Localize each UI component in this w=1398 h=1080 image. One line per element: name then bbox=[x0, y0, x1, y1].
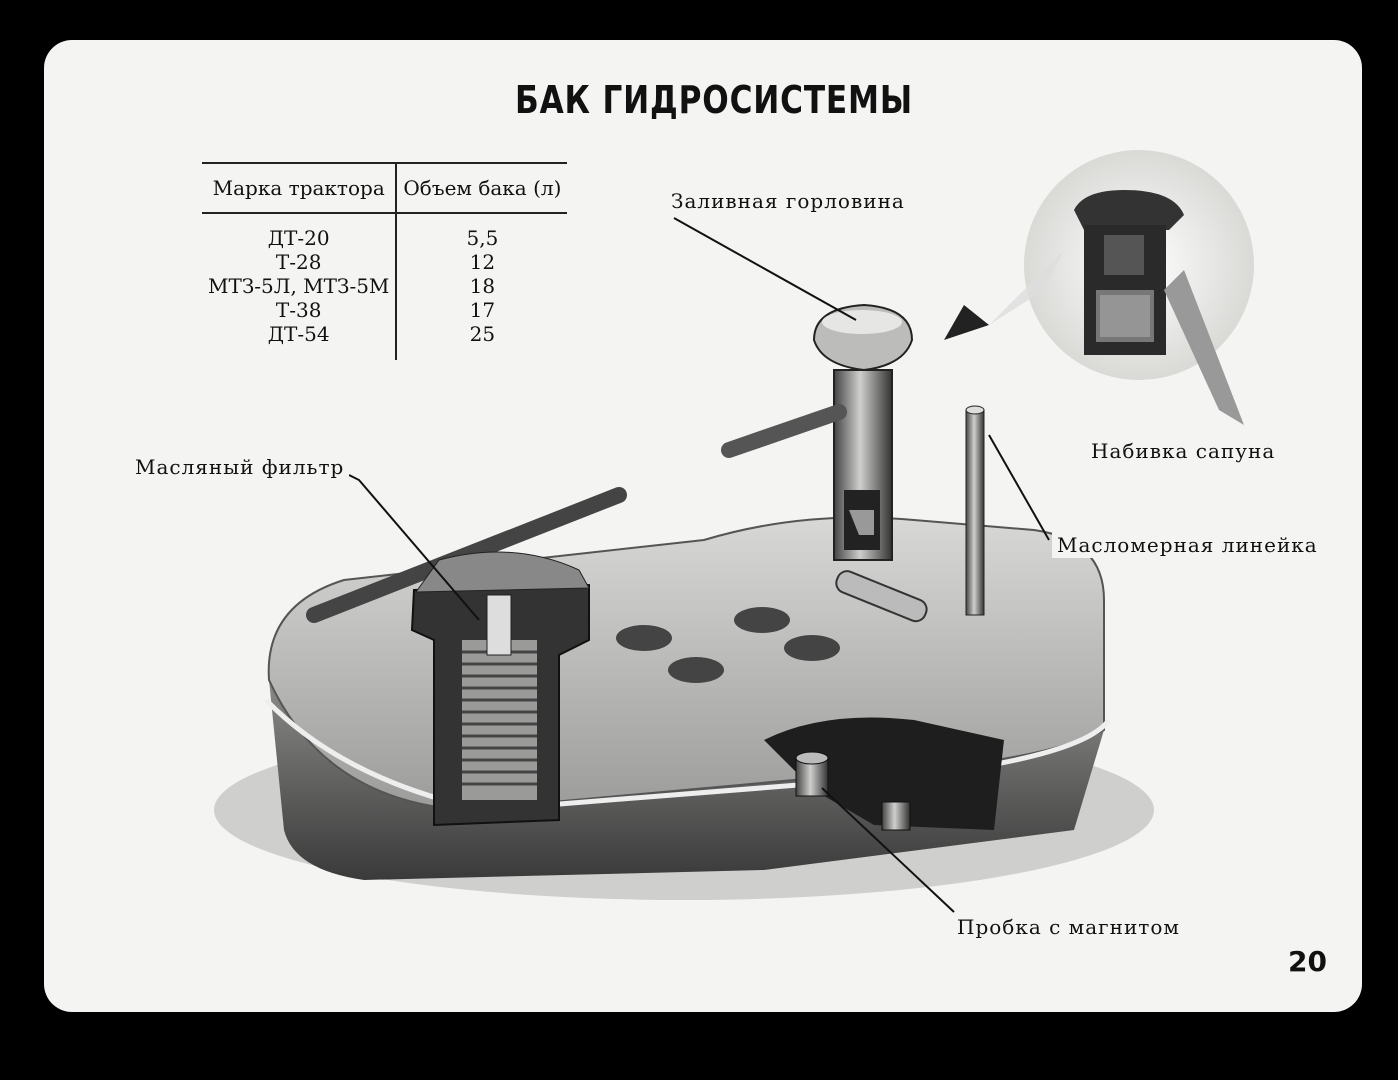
leader-dipstick bbox=[988, 434, 1050, 541]
table-row: ДТ-54 25 bbox=[202, 322, 567, 360]
table-row: МТЗ-5Л, МТЗ-5М 18 bbox=[202, 274, 567, 298]
label-oil-filter: Масляный фильтр bbox=[130, 454, 350, 480]
tank-cutaway-cavity bbox=[764, 717, 1004, 830]
tank-volume-table: Марка трактора Объем бака (л) ДТ-20 5,5 … bbox=[202, 162, 568, 360]
callout-leader-lines bbox=[348, 217, 1050, 913]
mounting-bracket bbox=[835, 570, 928, 623]
table-cell: Т-28 bbox=[202, 250, 398, 274]
page-number: 20 bbox=[1288, 945, 1327, 978]
table-cell: 18 bbox=[469, 274, 496, 298]
table-cell: 12 bbox=[469, 250, 496, 274]
column-header-tractor: Марка трактора bbox=[202, 162, 398, 214]
page-title: БАК ГИДРОСИСТЕМЫ bbox=[515, 78, 913, 122]
breather-magnified-view bbox=[944, 150, 1254, 425]
drain-boss-part bbox=[881, 801, 911, 831]
filler-neck-part bbox=[721, 303, 914, 561]
table-row: ДТ-20 5,5 bbox=[202, 213, 567, 250]
table-cell: МТЗ-5Л, МТЗ-5М bbox=[202, 274, 398, 298]
label-breather-packing: Набивка сапуна bbox=[1086, 438, 1281, 464]
dipstick-part bbox=[965, 405, 985, 616]
table-cell: Т-38 bbox=[202, 298, 398, 322]
table-cell: 17 bbox=[469, 298, 496, 322]
table-cell: ДТ-20 bbox=[202, 213, 398, 250]
label-magnet-plug: Пробка с магнитом bbox=[952, 914, 1185, 940]
table-cell: 25 bbox=[469, 322, 496, 346]
hydraulic-tank-illustration bbox=[214, 150, 1254, 913]
slide: БАК ГИДРОСИСТЕМЫ Марка трактора Объем ба… bbox=[44, 40, 1362, 1012]
oil-filter-part bbox=[410, 551, 590, 827]
label-dipstick: Масломерная линейка bbox=[1052, 532, 1323, 558]
table-cell: ДТ-54 bbox=[202, 322, 398, 360]
label-filler-neck: Заливная горловина bbox=[666, 188, 910, 214]
leader-filler-neck bbox=[673, 217, 857, 321]
table-row: Т-28 12 bbox=[202, 250, 567, 274]
table-header-row: Марка трактора Объем бака (л) bbox=[202, 162, 568, 214]
table-cell: 5,5 bbox=[466, 226, 499, 250]
leader-oil-filter bbox=[348, 474, 480, 621]
leader-magnet-plug bbox=[821, 787, 955, 913]
tank-top-ports bbox=[616, 607, 840, 683]
table-row: Т-38 17 bbox=[202, 298, 567, 322]
column-header-volume: Объем бака (л) bbox=[396, 162, 568, 214]
